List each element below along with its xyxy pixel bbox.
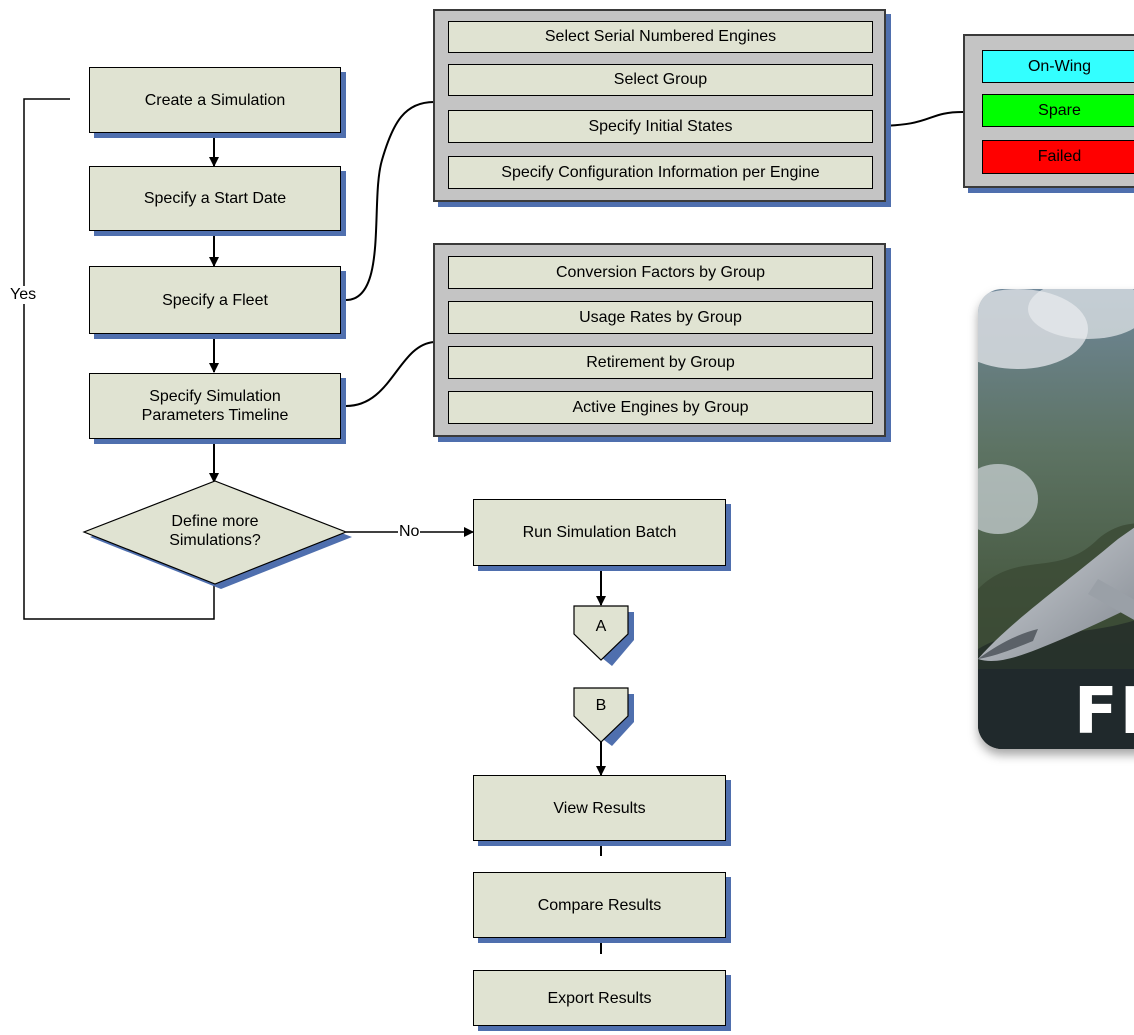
view-results-label: View Results: [553, 799, 646, 817]
view-results-node[interactable]: View Results: [473, 775, 726, 841]
run-simulation-batch-label: Run Simulation Batch: [522, 524, 677, 541]
fleet-node[interactable]: Specify a Fleet: [89, 266, 341, 334]
yes-label: Yes: [10, 286, 37, 304]
params-timeline-node[interactable]: Specify Simulation Parameters Timeline: [89, 373, 341, 439]
fleet-item-initial-states[interactable]: Specify Initial States: [448, 110, 873, 143]
param-item-conversion-factors[interactable]: Conversion Factors by Group: [448, 256, 873, 289]
compare-results-node[interactable]: Compare Results: [473, 872, 726, 938]
param-item-retirement[interactable]: Retirement by Group: [448, 346, 873, 379]
decision-text-line1: Define more: [171, 513, 259, 530]
create-simulation-label: Create a Simulation: [144, 91, 286, 109]
curve-fleet-to-fleet-panel: [345, 101, 435, 301]
fleet-label: Specify a Fleet: [162, 291, 268, 309]
params-timeline-line1: Specify Simulation: [149, 388, 281, 405]
decision-text: Define more Simulations?: [140, 512, 290, 550]
initial-states-panel: On-Wing Spare Failed: [963, 34, 1134, 188]
connector-a-shape: [573, 605, 629, 661]
decision-diamond: [82, 480, 348, 585]
param-item-active-engines[interactable]: Active Engines by Group: [448, 391, 873, 424]
export-results-node[interactable]: Export Results: [473, 970, 726, 1026]
connector-b-shape: [573, 687, 629, 743]
compare-results-label: Compare Results: [537, 896, 662, 914]
fleet-item-serial-engines[interactable]: Select Serial Numbered Engines: [448, 21, 873, 53]
fleet-item-select-group[interactable]: Select Group: [448, 64, 873, 96]
export-results-label: Export Results: [547, 989, 652, 1007]
state-on-wing[interactable]: On-Wing: [982, 50, 1134, 83]
param-item-usage-rates[interactable]: Usage Rates by Group: [448, 301, 873, 334]
create-simulation-node[interactable]: Create a Simulation: [89, 67, 341, 133]
start-date-label: Specify a Start Date: [143, 190, 287, 207]
decision-text-line2: Simulations?: [169, 532, 261, 549]
yes-loop-line: [23, 98, 215, 620]
state-failed[interactable]: Failed: [982, 140, 1134, 174]
state-spare[interactable]: Spare: [982, 94, 1134, 127]
parameters-panel: Conversion Factors by Group Usage Rates …: [433, 243, 886, 437]
fleet-details-panel: Select Serial Numbered Engines Select Gr…: [433, 9, 886, 202]
start-date-node[interactable]: Specify a Start Date: [89, 166, 341, 231]
params-timeline-line2: Parameters Timeline: [141, 407, 289, 424]
fighter-jet-photo: FI: [978, 289, 1134, 749]
fighter-jet-illustration: [978, 289, 1134, 749]
photo-caption: FI: [1074, 675, 1134, 749]
run-simulation-batch-node[interactable]: Run Simulation Batch: [473, 499, 726, 566]
connector-a-label: A: [595, 618, 607, 635]
fleet-item-configuration-info[interactable]: Specify Configuration Information per En…: [448, 156, 873, 189]
curve-params-to-params-panel: [345, 341, 435, 407]
connector-b-label: B: [595, 697, 607, 714]
curve-initial-states-to-states-panel: [872, 111, 964, 127]
no-label: No: [398, 523, 421, 541]
